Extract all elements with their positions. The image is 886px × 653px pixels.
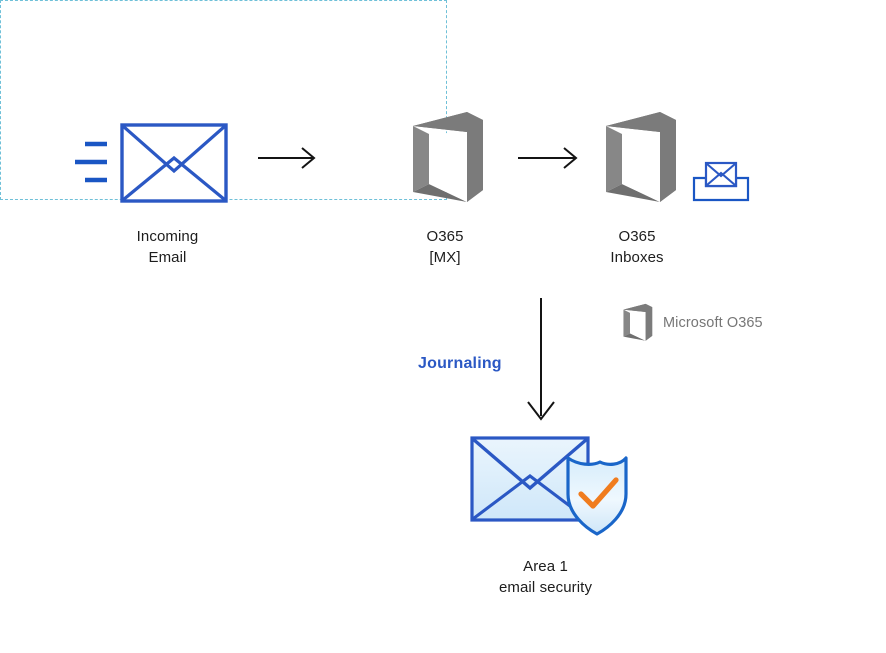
arrow-down-icon-journaling [520,298,562,422]
envelope-shield-check-icon [468,432,630,542]
area1-email-security-label: Area 1 email security [498,558,593,596]
microsoft-o365-icon-mx [405,110,487,205]
incoming-email-label: Incoming Email [136,228,199,266]
o365-mx-label: O365 [MX] [426,228,464,266]
inbox-tray-icon [692,160,750,202]
incoming-email-node [75,118,250,213]
legend-microsoft-o365: Microsoft O365 [620,303,763,342]
journaling-label: Journaling [418,355,502,372]
arrow-right-icon-mx-to-inboxes [518,144,580,172]
legend-label: Microsoft O365 [663,314,763,331]
envelope-icon [75,123,228,203]
o365-inboxes-label: O365 Inboxes [610,228,664,266]
arrow-right-icon-incoming-to-mx [258,144,318,172]
microsoft-o365-icon-legend [623,303,653,341]
microsoft-o365-icon-inboxes [598,110,680,205]
